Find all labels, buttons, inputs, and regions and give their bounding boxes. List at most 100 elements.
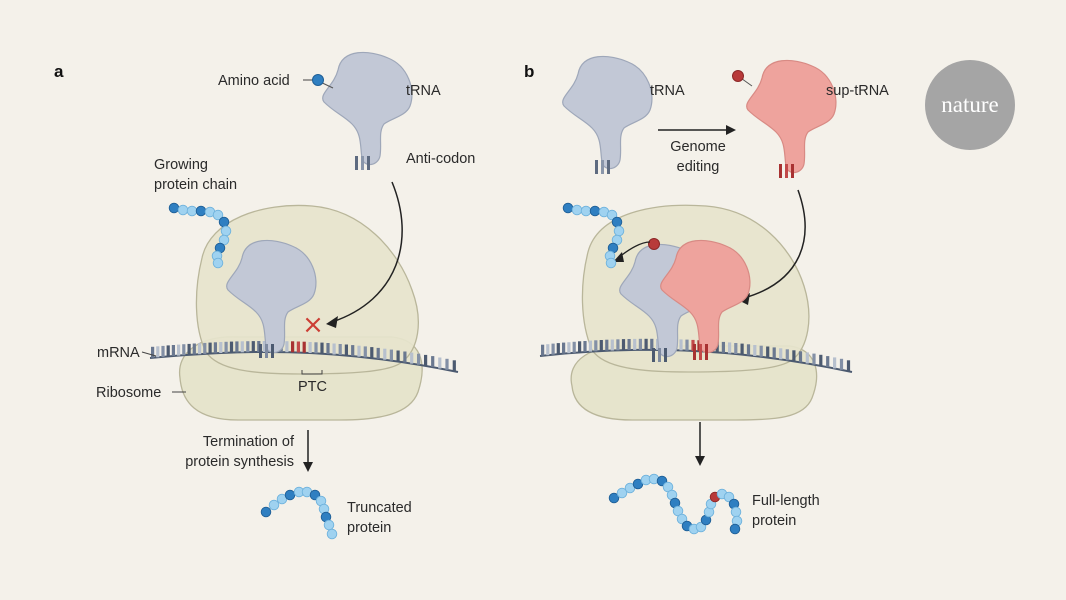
mrna-tick xyxy=(417,353,421,365)
mrna-tick xyxy=(376,347,380,359)
mrna-tick xyxy=(638,338,642,350)
mrna-tick xyxy=(410,352,414,364)
mrna-tick xyxy=(389,349,393,361)
termination-label-2: protein synthesis xyxy=(185,454,294,470)
ribosome-label: Ribosome xyxy=(96,385,161,401)
mrna-tick xyxy=(753,345,757,356)
amino-acid-bead xyxy=(676,513,688,525)
mrna-tick xyxy=(583,341,587,352)
mrna-tick xyxy=(798,351,803,363)
mrna-tick xyxy=(171,345,175,356)
amino-acid-label: Amino acid xyxy=(218,73,290,89)
mrna-tick xyxy=(240,341,244,353)
mrna-tick xyxy=(572,341,576,353)
amino-acid-bead xyxy=(323,519,335,531)
mrna-tick xyxy=(431,356,435,368)
sup-trna-top xyxy=(746,59,837,178)
mrna-tick xyxy=(541,344,545,356)
truncated-label-1: Truncated xyxy=(347,500,412,516)
mrna-tick xyxy=(627,339,631,350)
amino-acid-bead xyxy=(611,216,623,228)
panel-b-label: b xyxy=(524,62,534,81)
mrna-tick xyxy=(805,352,809,364)
amino-acid-bead xyxy=(580,205,592,217)
trna-label-b: tRNA xyxy=(650,83,685,99)
amino-acid-bead xyxy=(729,523,741,535)
amino-acid-bead xyxy=(168,202,180,214)
amino-acid-bead xyxy=(326,528,338,540)
mrna-tick xyxy=(766,346,770,358)
mrna-tick xyxy=(370,347,374,359)
amino-acid-bead xyxy=(212,257,224,269)
amino-acid-bead xyxy=(695,521,707,533)
mrna-tick xyxy=(156,346,160,358)
mrna-tick xyxy=(605,339,609,351)
mrna-tick xyxy=(740,343,744,355)
mrna-tick xyxy=(826,356,830,368)
mrna-tick xyxy=(308,342,312,353)
arrow-to-ptc-head xyxy=(326,316,338,328)
genome-editing-label-2: editing xyxy=(677,159,720,175)
mrna-tick xyxy=(363,346,367,358)
truncated-label-2: protein xyxy=(347,520,391,536)
mrna-tick xyxy=(721,341,725,353)
mrna-tick xyxy=(650,338,654,350)
sup-amino-acid-bead xyxy=(732,70,744,82)
mrna-tick xyxy=(785,349,789,361)
mrna-tick xyxy=(833,357,837,369)
mrna-tick xyxy=(610,339,614,351)
mrna-tick xyxy=(262,341,266,352)
mrna-tick xyxy=(229,341,234,353)
sup-trna-label: sup-tRNA xyxy=(826,83,889,99)
ptc-label: PTC xyxy=(298,379,327,395)
mrna-tick xyxy=(383,348,387,360)
ptc-codon-tick xyxy=(291,341,295,353)
amino-acid-bead xyxy=(218,216,230,228)
mrna-tick xyxy=(588,340,592,352)
mrna-tick xyxy=(219,342,223,353)
mrna-tick xyxy=(396,350,400,362)
mrna-tick xyxy=(819,354,823,366)
amino-acid-bead xyxy=(562,202,574,214)
mrna-tick xyxy=(562,342,566,354)
mrna-tick xyxy=(213,342,217,354)
mrna-tick xyxy=(812,353,816,365)
amino-acid-bead xyxy=(606,209,618,221)
panel-a-label: a xyxy=(54,62,64,81)
mrna-tick xyxy=(251,341,255,353)
amino-acid-bead xyxy=(589,205,601,217)
mrna-tick xyxy=(203,342,207,354)
truncated-protein xyxy=(260,486,338,540)
mrna-tick xyxy=(285,341,289,353)
amino-acid-bead xyxy=(730,506,742,518)
mrna-tick xyxy=(567,342,571,354)
mrna-tick xyxy=(246,341,250,353)
mrna-tick xyxy=(633,338,637,350)
amino-acid-bead xyxy=(212,209,224,221)
mrna-tick xyxy=(594,340,598,352)
mrna-tick xyxy=(182,344,186,356)
peptide-transfer-arrow-head xyxy=(613,252,624,262)
amino-acid-bead xyxy=(723,491,735,503)
mrna-tick xyxy=(320,342,324,354)
anticodon-label: Anti-codon xyxy=(406,151,475,167)
mrna-tick xyxy=(656,338,660,350)
trna-bound-a xyxy=(226,239,317,358)
mrna-tick xyxy=(599,340,603,351)
mrna-tick xyxy=(235,341,239,353)
trna-label-a: tRNA xyxy=(406,83,441,99)
mrna-tick xyxy=(192,343,196,355)
mrna-tick xyxy=(403,351,407,363)
nature-logo-circle xyxy=(925,60,1015,150)
mrna-tick xyxy=(839,358,844,370)
mrna-tick xyxy=(151,346,155,358)
growing-protein-chain-a xyxy=(168,202,232,269)
mrna-leader xyxy=(141,351,157,357)
amino-acid-bead xyxy=(571,204,583,216)
mrna-tick xyxy=(257,341,261,352)
growing-chain-label-1: Growing xyxy=(154,157,208,173)
mrna-tick xyxy=(728,342,732,354)
growing-chain-label-2: protein chain xyxy=(154,177,237,193)
